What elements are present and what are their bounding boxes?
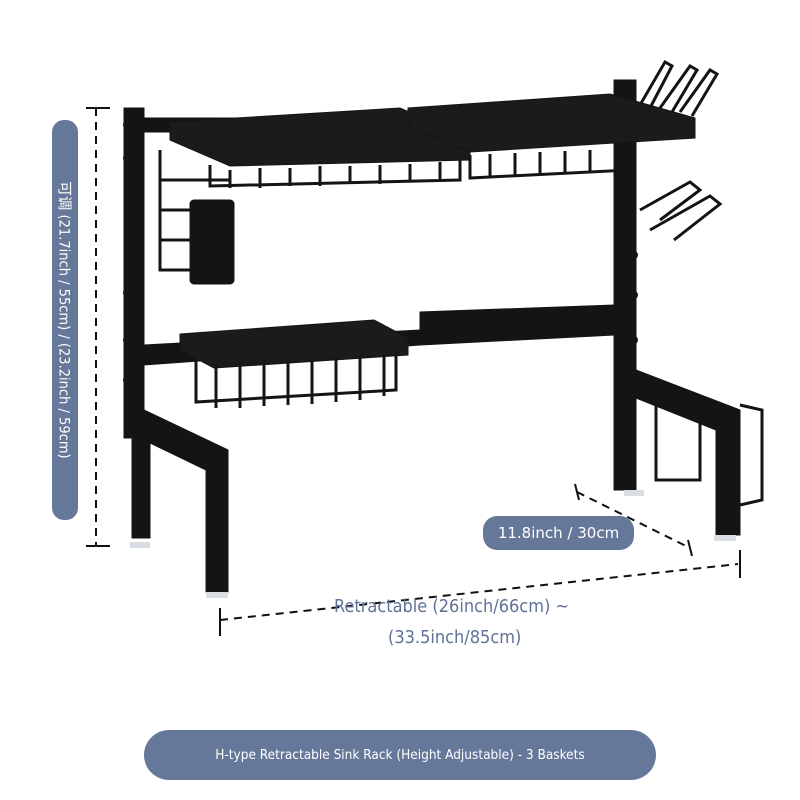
- height-knob: [630, 291, 638, 299]
- caption-text: H-type Retractable Sink Rack (Height Adj…: [215, 747, 585, 763]
- height-knob: [123, 376, 131, 384]
- height-dimension-line: [86, 107, 110, 547]
- side-wire-basket: [158, 150, 230, 272]
- depth-dimension-line: [574, 483, 693, 557]
- lower-basket-wire: [194, 352, 398, 408]
- height-knob: [123, 336, 131, 344]
- height-knob: [123, 121, 131, 129]
- height-knob: [123, 154, 131, 162]
- foot-pad: [130, 542, 150, 548]
- height-knob: [630, 336, 638, 344]
- height-label: 可调 (21.7inch / 55cm) / (23.2inch / 59cm): [55, 181, 72, 459]
- cloth-hanger: [654, 403, 764, 507]
- utensil-holder: [189, 199, 235, 285]
- foot-pad: [206, 592, 228, 598]
- caption-pill: H-type Retractable Sink Rack (Height Adj…: [144, 730, 656, 780]
- height-knob: [123, 289, 131, 297]
- top-right-basket-wire: [468, 149, 632, 180]
- top-right-tray: [407, 93, 696, 153]
- width-dimension-line: [219, 550, 741, 636]
- foot-pad: [714, 535, 736, 541]
- width-label-line1: Retractable (26inch/66cm) ~: [334, 596, 570, 617]
- board-hooks: [638, 59, 720, 117]
- right-foot: [635, 369, 741, 536]
- depth-label: 11.8inch / 30cm: [497, 524, 620, 542]
- height-knob: [630, 251, 638, 259]
- lower-tray: [179, 319, 409, 369]
- foot-pad: [624, 490, 644, 496]
- left-foot: [143, 409, 229, 593]
- lid-hooks: [639, 180, 723, 242]
- depth-label-pill: 11.8inch / 30cm: [483, 516, 634, 550]
- width-label-line2: (33.5inch/85cm): [388, 627, 522, 648]
- height-label-pill: 可调 (21.7inch / 55cm) / (23.2inch / 59cm): [52, 120, 78, 520]
